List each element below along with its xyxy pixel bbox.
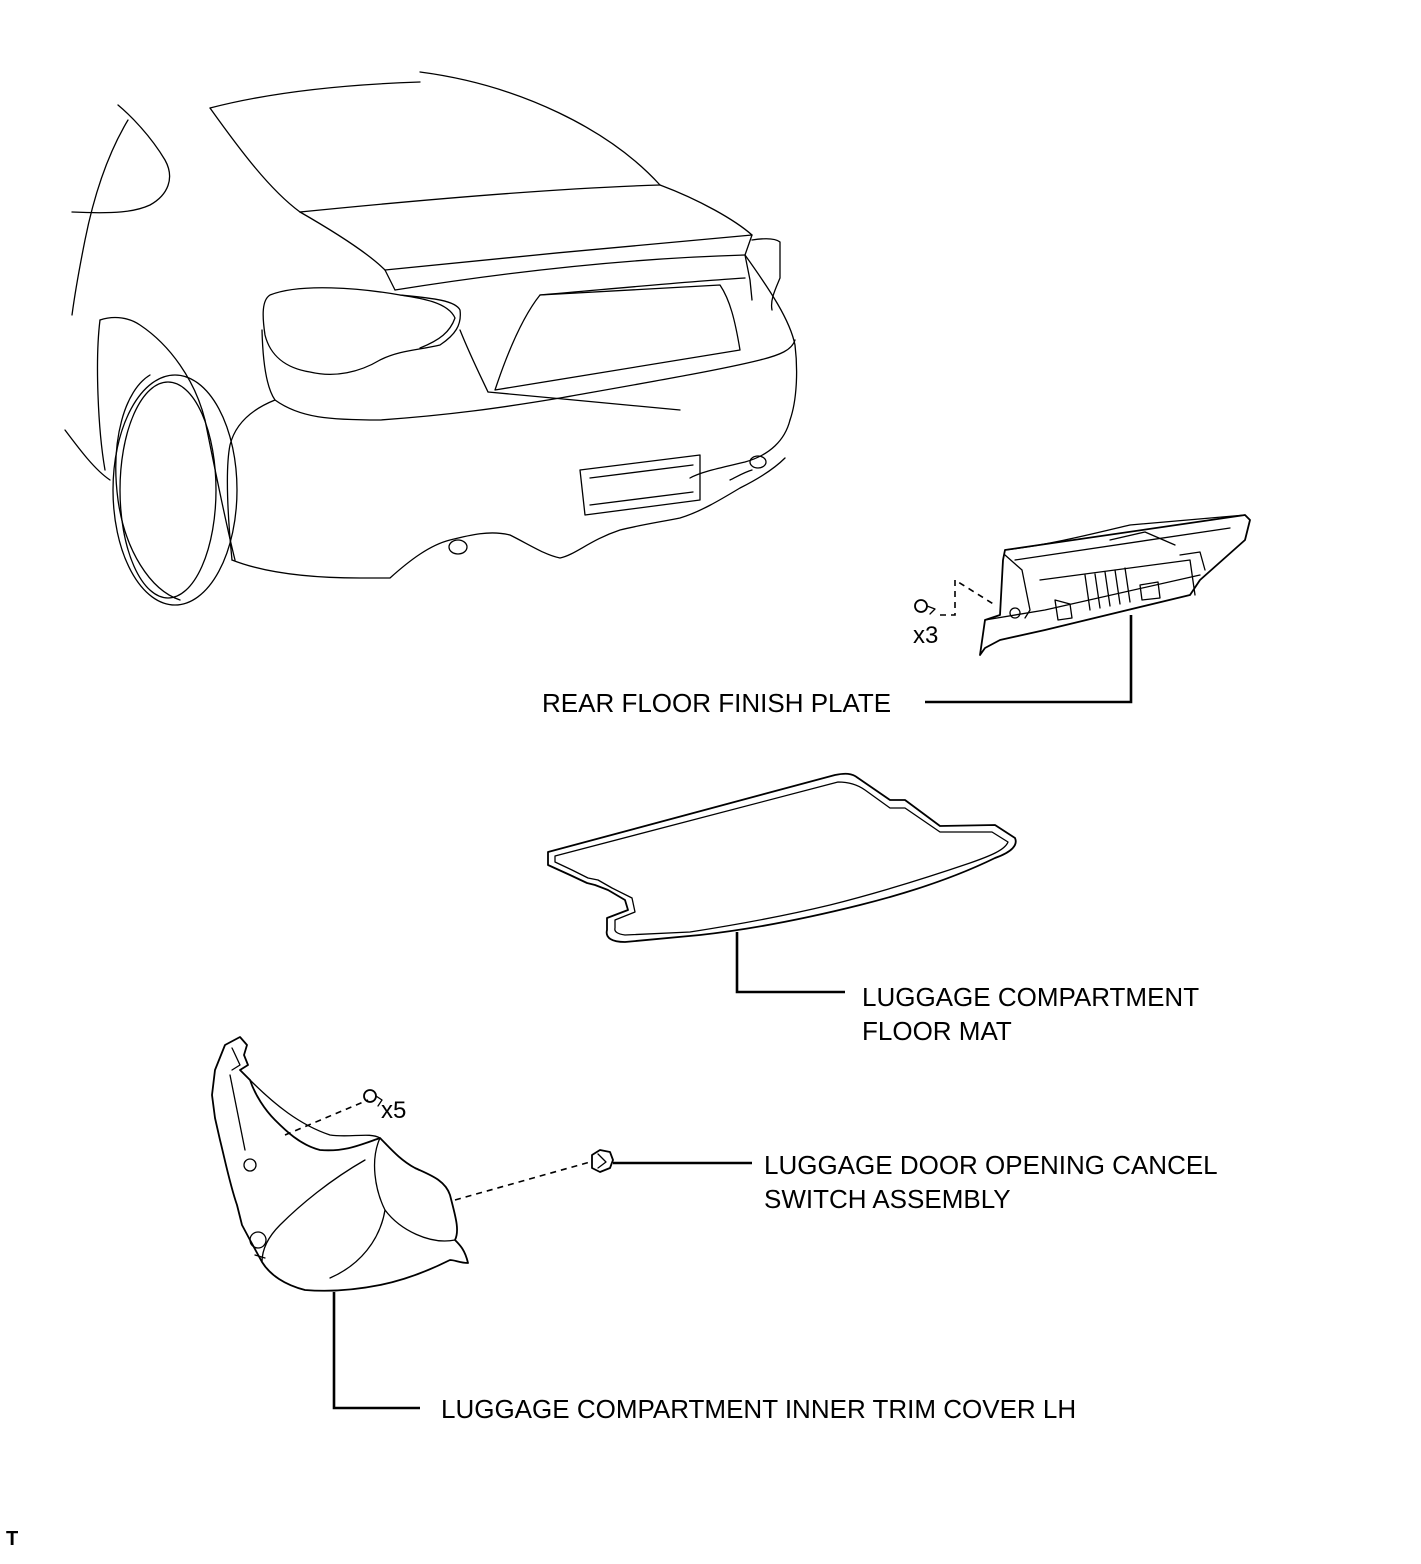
car-rear-illustration xyxy=(64,71,798,606)
inner-trim-cover-drawing xyxy=(211,1036,752,1410)
label-inner-trim-cover: LUGGAGE COMPARTMENT INNER TRIM COVER LH xyxy=(441,1394,1077,1424)
label-floor-mat-line1: LUGGAGE COMPARTMENT xyxy=(862,982,1200,1012)
figure-code: T xyxy=(6,1528,19,1550)
label-floor-mat-line2: FLOOR MAT xyxy=(862,1016,1012,1046)
luggage-floor-mat-drawing xyxy=(547,772,1017,994)
quantity-trim-clips: x5 xyxy=(381,1097,407,1124)
quantity-plate-clips: x3 xyxy=(913,622,939,649)
rear-floor-finish-plate-drawing xyxy=(914,514,1251,704)
label-cancel-switch-line2: SWITCH ASSEMBLY xyxy=(764,1184,1011,1214)
label-rear-floor-finish-plate: REAR FLOOR FINISH PLATE xyxy=(542,688,892,718)
label-cancel-switch-line1: LUGGAGE DOOR OPENING CANCEL xyxy=(764,1150,1218,1180)
